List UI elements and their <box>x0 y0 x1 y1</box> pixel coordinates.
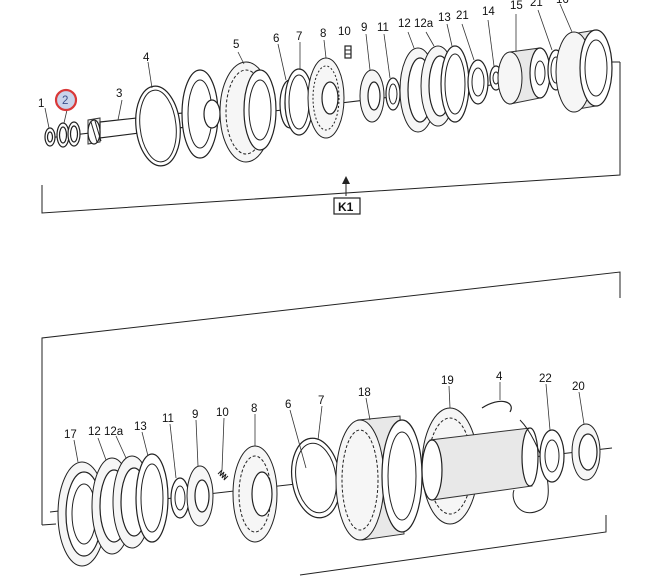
part-21-ring <box>467 59 489 105</box>
part-10-pin <box>344 45 352 59</box>
label-4: 4 <box>143 52 150 64</box>
part-9-bearing <box>359 69 385 123</box>
label-13-lower: 13 <box>134 421 147 433</box>
label-7: 7 <box>296 31 302 43</box>
label-12a-lower: 12a <box>104 426 124 438</box>
label-11: 11 <box>377 22 389 34</box>
upper-labels: 1 2 3 4 5 6 7 8 10 9 11 12 12a 13 21 14 … <box>38 0 569 112</box>
part-2b-ring <box>67 121 81 147</box>
label-2: 2 <box>62 95 68 107</box>
label-18: 18 <box>358 387 371 399</box>
part-11-lower-ring <box>170 477 190 519</box>
label-12a: 12a <box>414 18 434 30</box>
upper-parts <box>44 29 613 167</box>
label-8-lower: 8 <box>251 403 257 415</box>
label-15: 15 <box>510 0 523 12</box>
lower-leaders <box>73 382 585 479</box>
label-11-lower: 11 <box>162 413 174 425</box>
label-6-lower: 6 <box>285 399 291 411</box>
label-9: 9 <box>361 22 367 34</box>
label-6: 6 <box>273 33 279 45</box>
part-15-hub <box>497 47 551 105</box>
part-4-lower-snap-ring <box>481 400 549 513</box>
label-3: 3 <box>116 88 122 100</box>
part-13-lower-plate <box>135 453 169 543</box>
part-7-ring <box>284 68 314 136</box>
part-11-ring <box>385 77 401 111</box>
part-1-washer <box>44 127 56 147</box>
label-22: 22 <box>539 373 552 385</box>
lower-parts <box>57 400 601 567</box>
label-9-lower: 9 <box>192 409 198 421</box>
label-10-lower: 10 <box>216 407 229 419</box>
label-13: 13 <box>438 12 451 24</box>
part-22-ring <box>539 429 565 483</box>
label-19: 19 <box>441 375 454 387</box>
label-1: 1 <box>38 98 44 110</box>
part-8-disc <box>307 57 345 139</box>
part-16-drum <box>555 29 613 113</box>
label-12-lower: 12 <box>88 426 101 438</box>
part-2-ring <box>56 122 70 148</box>
k1-reference: K1 <box>333 176 361 215</box>
label-21b: 21 <box>530 0 543 9</box>
label-2-highlight[interactable]: 2 <box>54 88 78 112</box>
lower-labels: 17 12 12a 13 11 9 10 8 6 7 18 19 4 22 20 <box>64 371 585 441</box>
upper-leaders <box>44 3 573 129</box>
k1-tag: K1 <box>338 200 354 214</box>
part-5-ring-gear <box>219 61 277 163</box>
part-13-plate <box>440 45 470 123</box>
part-9-lower-bearing <box>186 465 214 527</box>
label-4-lower: 4 <box>496 371 503 383</box>
label-16: 16 <box>556 0 569 6</box>
label-14: 14 <box>482 6 495 18</box>
label-8: 8 <box>320 28 326 40</box>
label-10: 10 <box>338 26 351 38</box>
label-21: 21 <box>456 10 469 22</box>
part-18-ring-gear <box>335 415 423 541</box>
label-20: 20 <box>572 381 585 393</box>
label-12: 12 <box>398 18 411 30</box>
part-10-lower-spring <box>217 469 229 481</box>
label-5: 5 <box>233 39 239 51</box>
label-17: 17 <box>64 429 77 441</box>
lower-group-bracket <box>41 271 621 576</box>
part-19-gear-hub <box>421 407 539 525</box>
label-7-lower: 7 <box>318 395 324 407</box>
highlight-circle <box>54 88 78 112</box>
part-8-lower-gear <box>232 445 278 543</box>
part-20-ring <box>571 423 601 481</box>
part-4-snap-ring <box>135 85 181 167</box>
part-carrier-disc <box>181 69 221 159</box>
